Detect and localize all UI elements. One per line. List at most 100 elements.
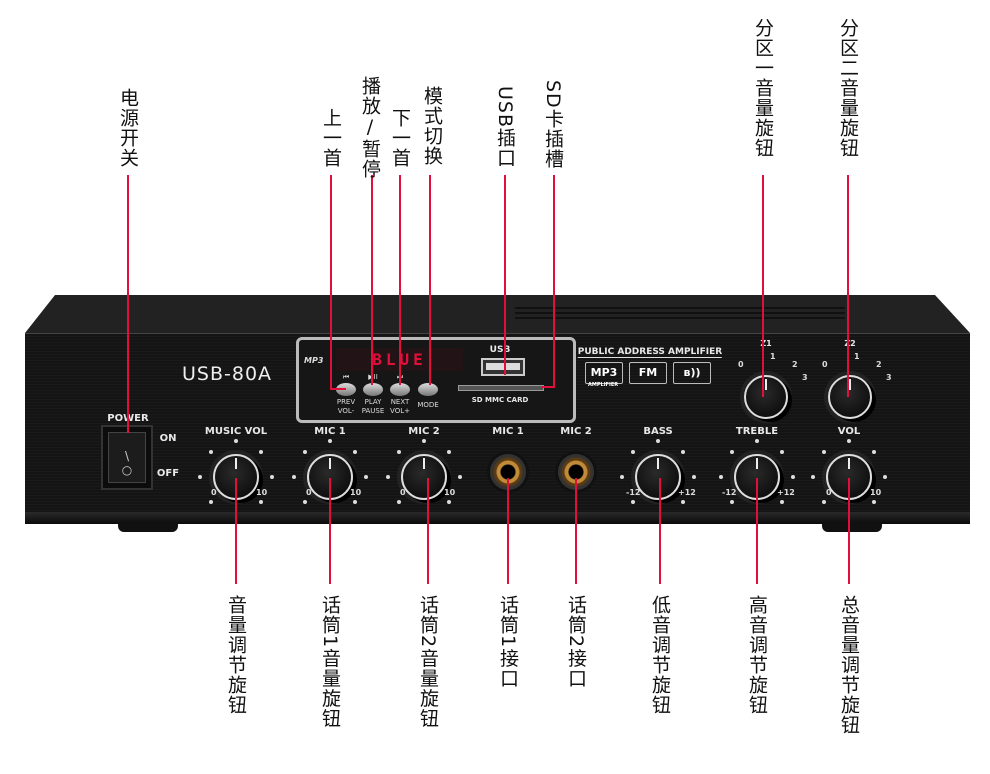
z2-scale-3: 3	[886, 373, 892, 382]
bluetooth-icon: ʙ))	[673, 362, 711, 384]
label-play-pause: 播放/暂停	[359, 76, 381, 179]
callout-line-play	[371, 175, 373, 385]
bluetooth-badge-text: ʙ))	[683, 366, 701, 379]
callout-line-sd	[553, 175, 555, 388]
label-prev: 上一首	[320, 108, 342, 168]
callout-line-power	[127, 175, 129, 433]
knob-scale-dot	[259, 449, 264, 454]
master-vol-label: VOL	[837, 426, 861, 437]
label-mic1-jack: 话筒1接口	[497, 595, 519, 689]
knob-scale-dot	[656, 439, 660, 443]
power-switch[interactable]: \○	[101, 425, 153, 490]
z2-scale-2: 2	[876, 360, 882, 369]
z1-scale-1: 1	[770, 352, 776, 361]
knob-scale-dot	[353, 449, 358, 454]
mp3-badge-sub: AMPLIFIER	[588, 382, 619, 388]
sd-card-label: SD MMC CARD	[471, 396, 529, 404]
knob-scale-dot	[630, 449, 635, 454]
callout-line-mode	[429, 175, 431, 385]
pause-label: PAUSE	[361, 407, 385, 415]
treble-max: +12	[777, 488, 795, 497]
label-bass: 低音调节旋钮	[649, 595, 671, 715]
foot-right	[822, 522, 882, 532]
bass-label: BASS	[643, 426, 673, 437]
knob-scale-dot	[872, 500, 877, 505]
callout-line-music-vol	[235, 478, 237, 584]
label-treble: 高音调节旋钮	[746, 595, 768, 715]
callout-line-mic2-jack	[575, 478, 577, 584]
model-name: USB-80A	[182, 363, 273, 385]
mic2-vol-label: MIC 2	[408, 426, 440, 437]
prev-button[interactable]	[336, 383, 356, 396]
mp3-badge-text: MP3	[590, 366, 618, 379]
knob-scale-dot	[302, 500, 307, 505]
bass-max: +12	[678, 488, 696, 497]
label-mic2-jack: 话筒2接口	[565, 595, 587, 689]
next-button[interactable]	[390, 383, 410, 396]
label-next: 下一首	[389, 108, 411, 168]
play-label: PLAY	[364, 398, 382, 406]
callout-line-mic2-vol	[427, 478, 429, 584]
next-label: NEXT	[390, 398, 410, 406]
knob-scale-dot	[292, 475, 296, 479]
knob-scale-dot	[396, 500, 401, 505]
zone1-volume-knob[interactable]	[744, 375, 788, 419]
label-music-vol: 音量调节旋钮	[225, 595, 247, 715]
mic2-vol-max: 10	[444, 488, 456, 497]
fm-badge-text: FM	[638, 366, 658, 379]
knob-scale-dot	[791, 475, 795, 479]
callout-line-prev-h	[330, 388, 346, 390]
label-mic2-vol: 话筒2音量旋钮	[417, 595, 439, 729]
knob-scale-dot	[872, 449, 877, 454]
z1-scale-2: 2	[792, 360, 798, 369]
callout-line-treble	[756, 478, 758, 584]
knob-scale-dot	[729, 449, 734, 454]
callout-line-master	[848, 478, 850, 584]
knob-scale-dot	[681, 449, 686, 454]
foot-left	[118, 522, 178, 532]
mode-button[interactable]	[418, 383, 438, 396]
knob-scale-dot	[729, 500, 734, 505]
zone2-volume-knob[interactable]	[828, 375, 872, 419]
callout-line-z1	[762, 175, 764, 397]
off-label: OFF	[156, 468, 180, 479]
bass-knob[interactable]	[635, 454, 681, 500]
bass-min: -12	[626, 488, 641, 497]
z2-scale-0: 0	[822, 360, 828, 369]
knob-scale-dot	[458, 475, 462, 479]
knob-scale-dot	[234, 439, 238, 443]
mic1-vol-max: 10	[350, 488, 362, 497]
mic2-vol-knob[interactable]	[401, 454, 447, 500]
label-master-vol: 总音量调节旋钮	[838, 595, 860, 735]
mic1-jack-label: MIC 1	[492, 426, 524, 437]
label-mic1-vol: 话筒1音量旋钮	[319, 595, 341, 729]
label-zone1-vol: 分区一音量旋钮	[752, 18, 774, 158]
music-vol-label: MUSIC VOL	[204, 426, 268, 437]
z1-label: Z1	[760, 339, 772, 348]
knob-scale-dot	[821, 449, 826, 454]
panel-bottom-edge	[25, 512, 970, 524]
knob-scale-dot	[719, 475, 723, 479]
knob-scale-dot	[780, 449, 785, 454]
usb-port[interactable]	[481, 358, 525, 376]
amplifier-top-cover	[25, 295, 970, 333]
label-mode-switch: 模式切换	[421, 86, 443, 166]
master-vol-max: 10	[870, 488, 882, 497]
knob-scale-dot	[353, 500, 358, 505]
pa-title: PUBLIC ADDRESS AMPLIFIER	[577, 347, 723, 358]
label-usb-port: USB插口	[494, 86, 516, 169]
knob-scale-dot	[422, 439, 426, 443]
treble-min: -12	[722, 488, 737, 497]
callout-line-next	[399, 175, 401, 385]
knob-scale-dot	[755, 439, 759, 443]
mic2-jack-label: MIC 2	[560, 426, 592, 437]
knob-scale-dot	[386, 475, 390, 479]
label-power-switch: 电源开关	[117, 88, 139, 168]
vol-up-label: VOL+	[390, 407, 410, 415]
knob-scale-dot	[692, 475, 696, 479]
sd-card-slot[interactable]	[458, 385, 544, 391]
z2-scale-1: 1	[854, 352, 860, 361]
play-pause-button[interactable]	[363, 383, 383, 396]
knob-scale-dot	[270, 475, 274, 479]
usb-label: USB	[489, 345, 511, 355]
